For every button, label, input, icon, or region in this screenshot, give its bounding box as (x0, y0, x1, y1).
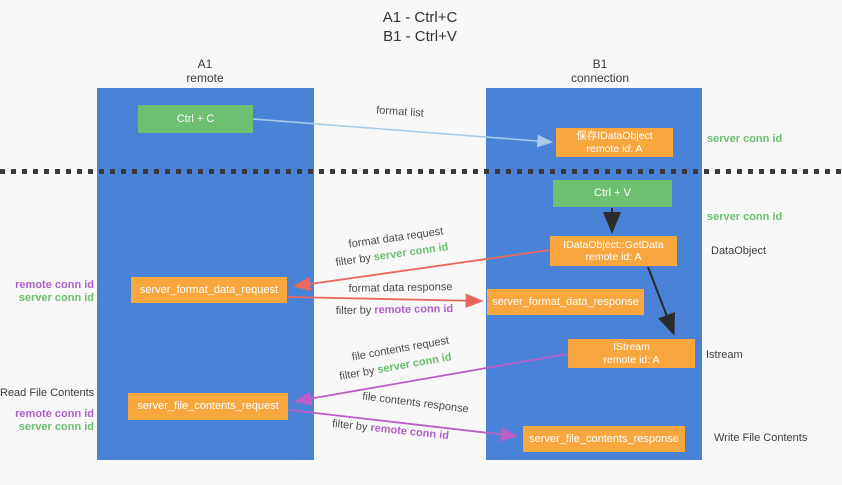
arrow-format-data-response (287, 293, 484, 308)
annotation-read-file-contents: Read File Contents (0, 387, 95, 399)
arrow-label-format-list: format list (375, 104, 425, 120)
node-server-file-contents-request: server_file_contents_request (128, 393, 288, 420)
filter-by-prefix-4: filter by (331, 417, 372, 434)
arrow-label-filter-by-remote-conn-id-2: filter by remote conn id (317, 303, 472, 318)
node-format-request-label: server_format_data_request (139, 283, 279, 296)
node-server-file-contents-response: server_file_contents_response (523, 426, 685, 452)
node-save-idataobject-line2: remote id: A (586, 142, 643, 155)
annotation-server-conn-id-top: server conn id (707, 133, 783, 145)
annotation-server-conn-id-1: server conn id (18, 292, 94, 304)
node-file-request-label: server_file_contents_request (137, 400, 279, 412)
node-save-idataobject-line1: 保存IDataObject (576, 130, 653, 142)
node-istream: IStream remote id: A (568, 339, 695, 368)
node-server-format-data-request: server_format_data_request (131, 277, 287, 303)
lifeline-b1-role: connection (570, 71, 630, 85)
node-getdata-line2: remote id: A (585, 251, 642, 263)
filter-by-prefix-1: filter by (334, 251, 375, 269)
annotation-file-contents-group: Read File Contents remote conn id server… (0, 387, 94, 434)
node-getdata-line1: IDataObject::GetData (563, 238, 664, 251)
annotation-server-conn-id-2: server conn id (18, 421, 94, 433)
node-istream-line2: remote id: A (603, 353, 660, 366)
annotation-remote-conn-id-2: remote conn id (15, 408, 94, 420)
filter-by-prefix-3: filter by (338, 364, 379, 383)
node-server-format-data-response: server_format_data_response (487, 289, 644, 315)
annotation-istream: Istream (706, 349, 743, 361)
arrow-label-filter-by-remote-conn-id-4: filter by remote conn id (313, 416, 468, 444)
title-line-1: A1 - Ctrl+C (382, 9, 458, 26)
node-ctrl-v-label: Ctrl + V (594, 187, 631, 199)
annotation-dataobject: DataObject (711, 245, 767, 257)
annotation-remote-conn-id-1: remote conn id (15, 279, 94, 291)
arrow-label-format-data-response: format data response (348, 281, 453, 295)
lifeline-header-a1: A1 remote (155, 57, 255, 85)
node-save-idataobject: 保存IDataObject remote id: A (556, 128, 673, 157)
title-line-2: B1 - Ctrl+V (383, 28, 457, 45)
node-file-response-label: server_file_contents_response (529, 432, 679, 445)
diagram-title: A1 - Ctrl+C B1 - Ctrl+V (330, 8, 510, 46)
lifeline-a1-name: A1 (197, 57, 213, 71)
filter-by-prefix-2: filter by (335, 304, 375, 318)
lifeline-header-b1: B1 connection (550, 57, 650, 85)
annotation-write-file-contents: Write File Contents (714, 432, 808, 444)
lifeline-a1-role: remote (186, 71, 224, 85)
phase-separator-dotted-line (0, 169, 842, 174)
node-ctrl-c-label: Ctrl + C (176, 112, 215, 125)
node-ctrl-c: Ctrl + C (138, 105, 253, 133)
node-idataobject-getdata: IDataObject::GetData remote id: A (550, 236, 677, 266)
annotation-server-conn-id-mid: server conn id (707, 211, 783, 223)
node-ctrl-v: Ctrl + V (553, 180, 672, 207)
arrow-label-file-contents-response: file contents response (361, 390, 470, 416)
annotation-conn-ids-format: remote conn id server conn id (0, 279, 94, 305)
lifeline-b1-name: B1 (592, 57, 608, 71)
filter-by-value-4: remote conn id (369, 421, 450, 443)
node-istream-line1: IStream (613, 341, 650, 353)
node-format-response-label: server_format_data_response (492, 295, 639, 308)
filter-by-value-2: remote conn id (374, 302, 454, 317)
